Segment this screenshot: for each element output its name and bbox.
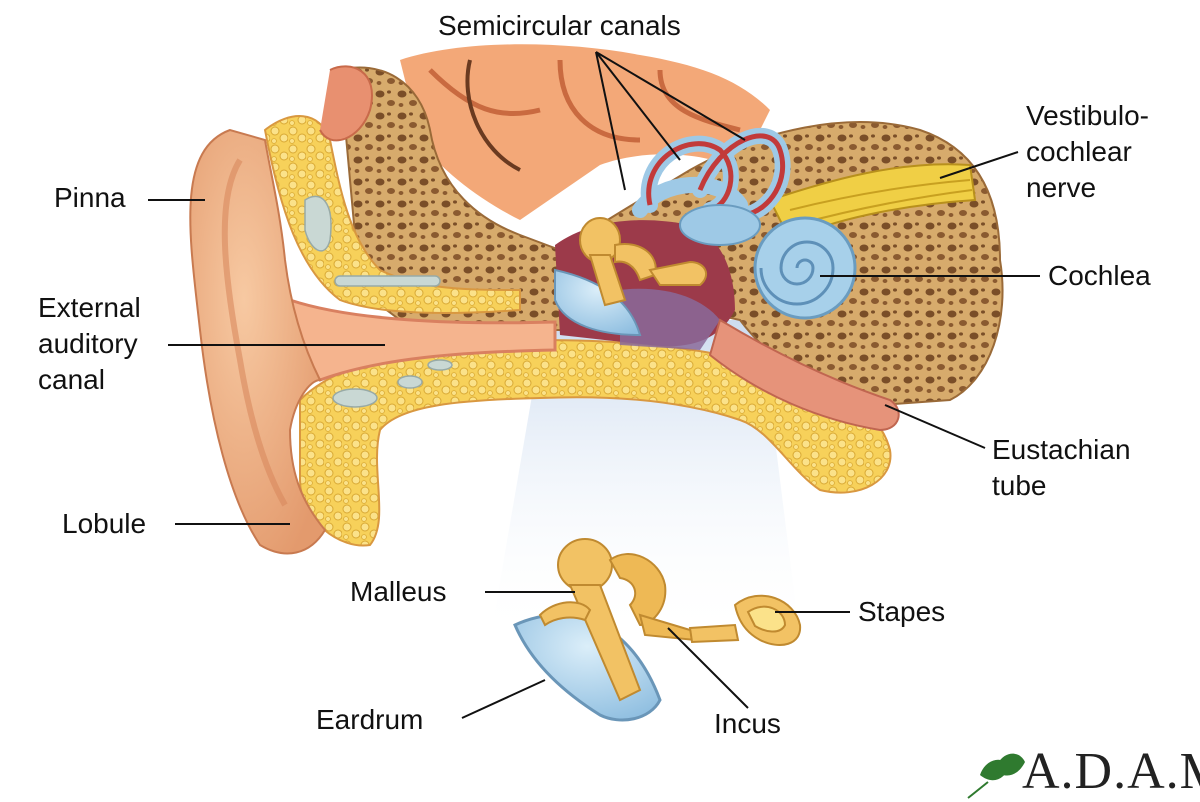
label-incus: Incus [714,708,781,739]
leader-semicircular-1 [595,51,626,191]
leader-semicircular-2 [595,51,681,161]
label-malleus: Malleus [350,576,447,607]
cochlea-shape [753,216,857,320]
eustachian-tube-shape [708,318,900,432]
enlarged-stapes [688,594,802,646]
enlarged-malleus [538,538,642,702]
label-vestibulocochlear-nerve: Vestibulo- cochlear nerve [1026,100,1149,203]
adam-logo-text: A.D.A.M. [1022,743,1200,800]
cartilage [304,195,453,408]
label-eustachian-tube: Eustachian tube [992,434,1131,501]
leader-lines [148,51,1040,719]
enlarged-ossicles [513,538,802,722]
leaf-logo-icon [967,753,1025,799]
label-external-auditory-canal: External auditory canal [38,292,141,395]
leader-vestibulocochlear [939,151,1019,179]
label-stapes: Stapes [858,596,946,627]
label-pinna: Pinna [54,182,126,213]
ossicles-in-situ [579,217,708,307]
vestibule [679,204,761,246]
lower-bone-fat [299,338,892,547]
enlarged-incus [608,553,697,642]
label-cochlea: Cochlea [1048,260,1151,291]
leader-semicircular-3 [595,51,746,141]
pinna-shape [189,65,373,555]
brain-tissue [400,44,770,221]
eardrum-in-situ [554,268,642,337]
middle-ear-lower [620,288,720,350]
label-semicircular-canals: Semicircular canals [438,10,681,41]
leader-eardrum [461,679,546,719]
label-eardrum: Eardrum [316,704,424,735]
leader-eustachian [884,404,986,449]
label-lobule: Lobule [62,508,147,539]
semicircular-canals-inner [646,133,786,218]
leader-incus [667,627,749,709]
